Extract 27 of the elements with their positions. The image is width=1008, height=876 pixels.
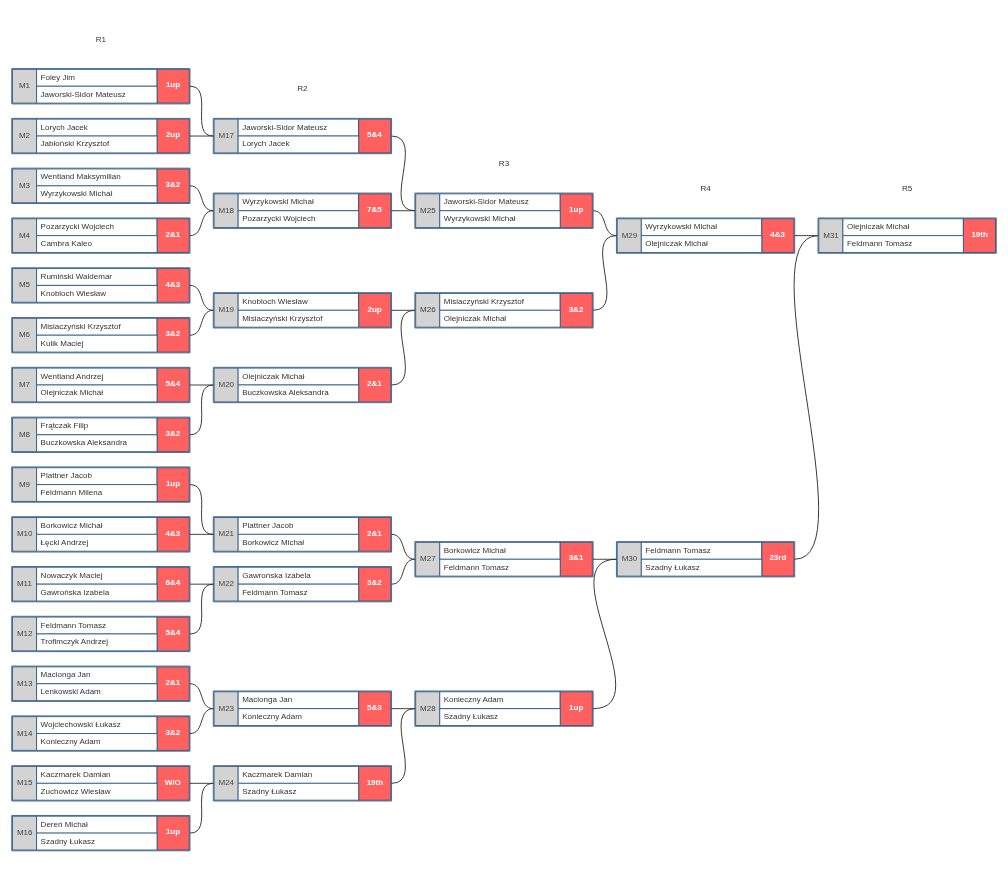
label: R1 <box>95 34 106 44</box>
connector <box>592 210 617 237</box>
connector <box>189 384 214 436</box>
connector <box>391 558 416 585</box>
connector <box>189 384 214 386</box>
connector <box>189 583 214 635</box>
connector <box>189 533 214 535</box>
connector <box>189 135 214 137</box>
connector <box>391 533 416 560</box>
connector <box>189 210 214 237</box>
connector <box>189 484 214 535</box>
connector <box>592 235 617 311</box>
connector <box>391 309 416 386</box>
connector <box>793 235 820 560</box>
connector <box>189 85 214 137</box>
label: R4 <box>700 184 711 194</box>
label: R2 <box>297 84 308 94</box>
connector <box>189 284 214 311</box>
connector <box>391 708 416 784</box>
label: R5 <box>902 184 913 194</box>
connector <box>592 558 617 710</box>
connector <box>189 309 214 336</box>
connector <box>391 135 416 212</box>
connector <box>189 708 214 734</box>
connector <box>391 210 416 212</box>
connector <box>189 782 214 834</box>
label: R3 <box>498 159 510 169</box>
